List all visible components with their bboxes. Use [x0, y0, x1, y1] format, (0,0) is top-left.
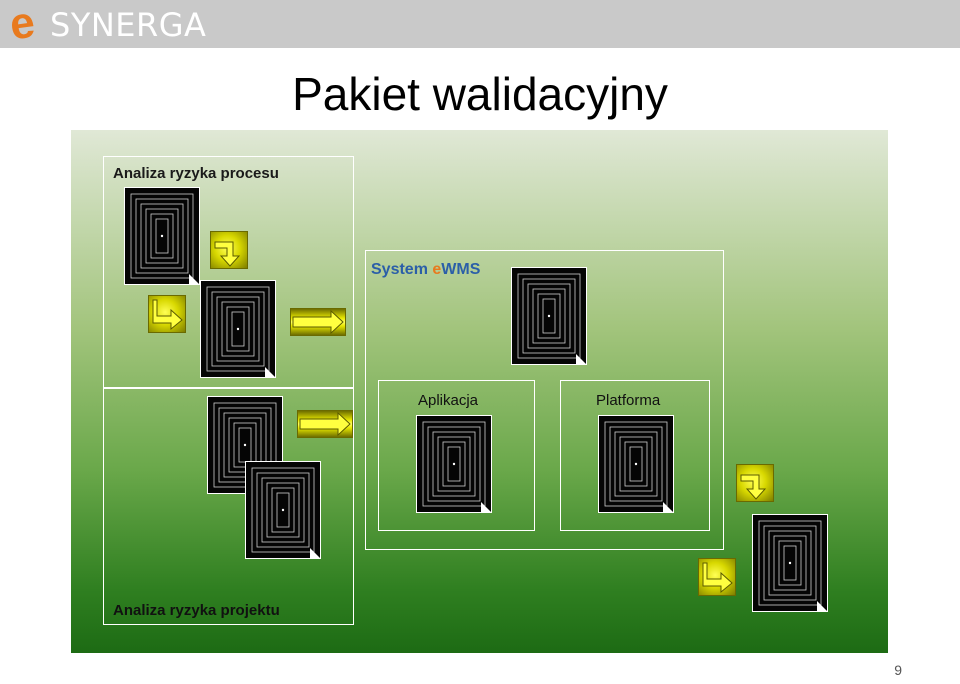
- document-outline-ring: [150, 213, 174, 259]
- project-risk-frame: [103, 388, 354, 625]
- document-outline-pattern: [422, 421, 486, 507]
- document-outline-ring: [763, 525, 817, 601]
- document-outline-ring: [130, 193, 194, 279]
- document-outline-ring: [614, 431, 658, 497]
- bent-arrow-down-icon: [736, 464, 774, 502]
- system-suffix: WMS: [441, 261, 481, 278]
- arrow-right-shape: [292, 309, 344, 335]
- document-outline-ring: [231, 311, 245, 347]
- document-outline-ring: [629, 446, 643, 482]
- document-outline-ring: [155, 218, 169, 254]
- page-number: 9: [894, 662, 902, 678]
- arrow-right-icon: [297, 410, 353, 438]
- document-outline-ring: [619, 436, 653, 492]
- bent-arrow-right-shape: [152, 299, 183, 331]
- document-outline-ring: [609, 426, 663, 502]
- document-center-dot: [281, 508, 285, 512]
- document-outline-ring: [773, 535, 807, 591]
- document-outline-ring: [140, 203, 184, 269]
- document-outline-ring: [758, 520, 822, 606]
- document-outline-ring: [251, 467, 315, 553]
- bent-arrow-down-icon: [210, 231, 248, 269]
- diagram-stage: Analiza ryzyka procesu Analiza ryzyka pr…: [71, 130, 888, 653]
- document-outline-pattern: [213, 402, 277, 488]
- bent-arrow-right-icon: [698, 558, 736, 596]
- document-outline-ring: [261, 477, 305, 543]
- document-outline-pattern: [758, 520, 822, 606]
- system-prefix: System: [371, 261, 433, 278]
- document-outline-ring: [447, 446, 461, 482]
- application-label: Aplikacja: [418, 392, 479, 409]
- header-bar: e SYNERGA: [0, 0, 960, 50]
- document-center-dot: [243, 443, 247, 447]
- document-outline-ring: [135, 198, 189, 274]
- document-outline-ring: [221, 301, 255, 357]
- document-outline-ring: [422, 421, 486, 507]
- document-outline-ring: [427, 426, 481, 502]
- document-icon: [752, 514, 828, 612]
- document-outline-pattern: [206, 286, 270, 372]
- document-outline-ring: [517, 273, 581, 359]
- slide-title: Pakiet walidacyjny: [292, 68, 668, 120]
- arrow-right-shape: [299, 411, 351, 437]
- document-outline-ring: [783, 545, 797, 581]
- document-outline-ring: [145, 208, 179, 264]
- document-outline-ring: [768, 530, 812, 596]
- bent-arrow-right-shape: [702, 562, 733, 594]
- document-outline-ring: [256, 472, 310, 548]
- document-outline-ring: [442, 441, 466, 487]
- arrow-right-icon: [290, 308, 346, 336]
- bent-arrow-down-shape: [214, 241, 241, 267]
- system-ewms-label: System eWMS: [371, 261, 480, 279]
- document-outline-ring: [266, 482, 300, 538]
- document-icon: [245, 461, 321, 559]
- application-frame: [378, 380, 535, 531]
- document-outline-ring: [226, 306, 250, 352]
- document-outline-ring: [276, 492, 290, 528]
- document-icon: [200, 280, 276, 378]
- document-outline-ring: [537, 293, 561, 339]
- document-center-dot: [236, 327, 240, 331]
- document-outline-ring: [432, 431, 476, 497]
- system-accent: e: [432, 261, 442, 278]
- document-outline-ring: [778, 540, 802, 586]
- document-center-dot: [547, 314, 551, 318]
- document-outline-ring: [216, 296, 260, 362]
- document-icon: [511, 267, 587, 365]
- document-center-dot: [788, 561, 792, 565]
- document-outline-pattern: [517, 273, 581, 359]
- document-center-dot: [634, 462, 638, 466]
- document-outline-ring: [532, 288, 566, 344]
- platform-frame: [560, 380, 710, 531]
- document-icon: [416, 415, 492, 513]
- document-outline-ring: [604, 421, 668, 507]
- document-outline-ring: [437, 436, 471, 492]
- process-risk-frame: [103, 156, 354, 388]
- system-ewms-frame: [365, 250, 724, 550]
- document-outline-ring: [271, 487, 295, 533]
- document-center-dot: [160, 234, 164, 238]
- document-icon: [124, 187, 200, 285]
- document-outline-ring: [522, 278, 576, 354]
- document-outline-pattern: [604, 421, 668, 507]
- platform-label: Platforma: [596, 392, 661, 409]
- document-outline-pattern: [130, 193, 194, 279]
- process-risk-label: Analiza ryzyka procesu: [113, 165, 279, 182]
- bent-arrow-right-icon: [148, 295, 186, 333]
- document-outline-ring: [206, 286, 270, 372]
- project-risk-label: Analiza ryzyka projektu: [113, 602, 280, 619]
- document-outline-pattern: [251, 467, 315, 553]
- document-outline-ring: [542, 298, 556, 334]
- bent-arrow-down-shape: [740, 474, 767, 500]
- document-center-dot: [452, 462, 456, 466]
- document-outline-ring: [211, 291, 265, 367]
- document-icon: [598, 415, 674, 513]
- document-outline-ring: [527, 283, 571, 349]
- logo-text: SYNERGA: [50, 6, 207, 44]
- logo-mark: e: [6, 0, 38, 50]
- document-outline-ring: [624, 441, 648, 487]
